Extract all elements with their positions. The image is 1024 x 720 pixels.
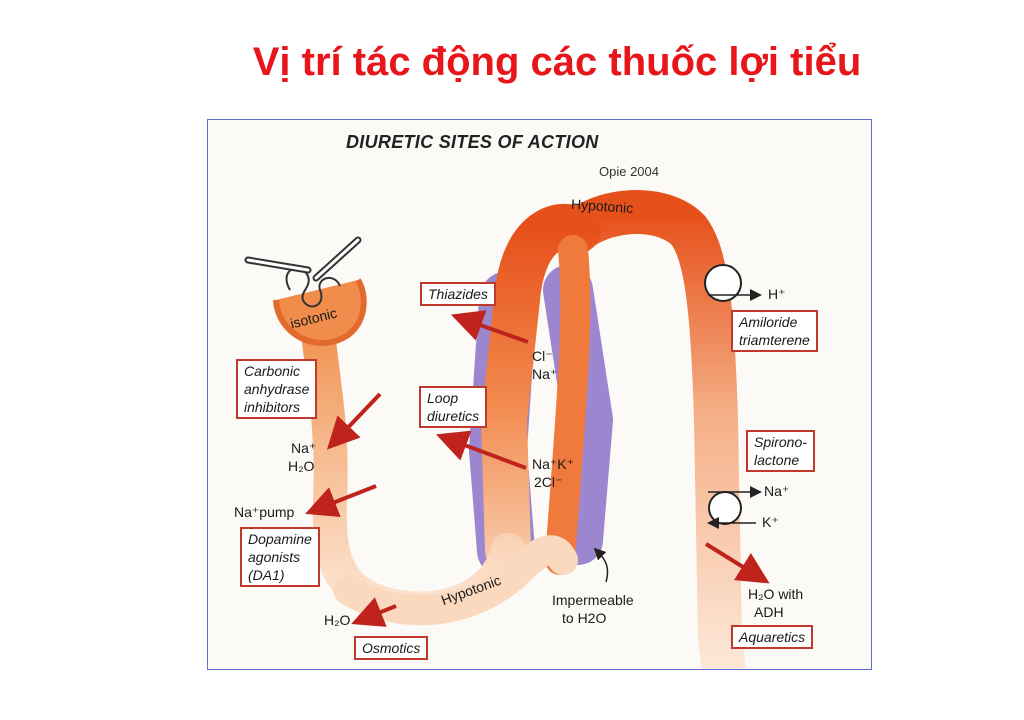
impermeable-label-2: to H2O <box>562 610 607 626</box>
amiloride-line-1: Amiloride <box>739 314 798 330</box>
ion-h2o-reabs: H₂O <box>288 458 315 474</box>
spironolactone-box: Spirono- lactone <box>746 430 815 472</box>
figure-credit: Opie 2004 <box>599 164 659 179</box>
loop-diuretics-box: Loop diuretics <box>419 386 488 428</box>
dopamine-agonists-box: Dopamine agonists (DA1) <box>240 527 320 587</box>
carbonic-line-1: Carbonic <box>244 363 301 379</box>
loop-of-henle <box>480 203 601 573</box>
ion-h2o-adh-1: H₂O with <box>748 586 804 602</box>
ion-h2o-adh-2: ADH <box>754 604 784 620</box>
efferent-vessel-inner <box>314 238 360 280</box>
carbonic-line-2: anhydrase <box>244 381 310 397</box>
carbonic-line-3: inhibitors <box>244 399 301 415</box>
loop-descending <box>545 235 591 575</box>
arrow-aquaretics <box>704 542 770 584</box>
ion-nak: Na⁺K⁺ <box>532 456 575 472</box>
aquaretics-label: Aquaretics <box>739 629 806 645</box>
arrow-impermeable <box>593 547 609 583</box>
distal-tubule <box>549 190 746 669</box>
ion-k-plus: K⁺ <box>762 514 779 530</box>
impermeable-label-1: Impermeable <box>552 592 634 608</box>
nephron-drawing <box>244 190 770 669</box>
spironolactone-line-2: lactone <box>754 452 800 468</box>
aquaretics-box: Aquaretics <box>731 625 814 649</box>
ion-na-distal: Na⁺ <box>764 483 790 499</box>
ion-na-pump: Na⁺pump <box>234 504 295 520</box>
arrow-osmotics <box>351 597 397 627</box>
ion-2cl: 2Cl⁻ <box>534 474 563 490</box>
loop-line-2: diuretics <box>427 408 480 424</box>
ion-h2o-osmotic: H₂O <box>324 612 351 628</box>
na-k-pump-circle <box>708 491 742 525</box>
arrow-thiazides <box>450 310 529 344</box>
spironolactone-line-1: Spirono- <box>754 434 807 450</box>
osmotics-box: Osmotics <box>354 636 429 660</box>
dopamine-line-2: agonists <box>248 549 301 565</box>
afferent-vessel-inner <box>246 258 310 272</box>
ion-cl: Cl⁻ <box>532 348 553 364</box>
ion-h-plus: H⁺ <box>768 286 786 302</box>
thiazides-box: Thiazides <box>420 282 496 306</box>
osmotics-label: Osmotics <box>362 640 421 656</box>
dopamine-line-1: Dopamine <box>248 531 312 547</box>
arrow-loop <box>436 430 527 470</box>
figure-title: DIURETIC SITES OF ACTION <box>346 132 599 152</box>
carbonic-anhydrase-box: Carbonic anhydrase inhibitors <box>236 359 318 419</box>
thiazides-label: Thiazides <box>428 286 488 302</box>
slide-title: Vị trí tác động các thuốc lợi tiểu <box>252 40 862 84</box>
connecting-segment <box>333 535 578 625</box>
loop-line-1: Loop <box>427 390 459 406</box>
arrow-dopamine <box>305 484 377 518</box>
amiloride-box: Amiloride triamterene <box>731 310 818 352</box>
h-pump-circle <box>704 264 742 302</box>
ion-na: Na⁺ <box>532 366 558 382</box>
dopamine-line-3: (DA1) <box>248 567 285 583</box>
bowman-capsule <box>273 278 367 346</box>
arrow-carbonic <box>326 392 382 450</box>
ion-na-reabs: Na⁺ <box>291 440 317 456</box>
amiloride-line-2: triamterene <box>739 332 810 348</box>
diuretic-diagram: DIURETIC SITES OF ACTION Opie 2004 Hypot… <box>207 119 872 670</box>
